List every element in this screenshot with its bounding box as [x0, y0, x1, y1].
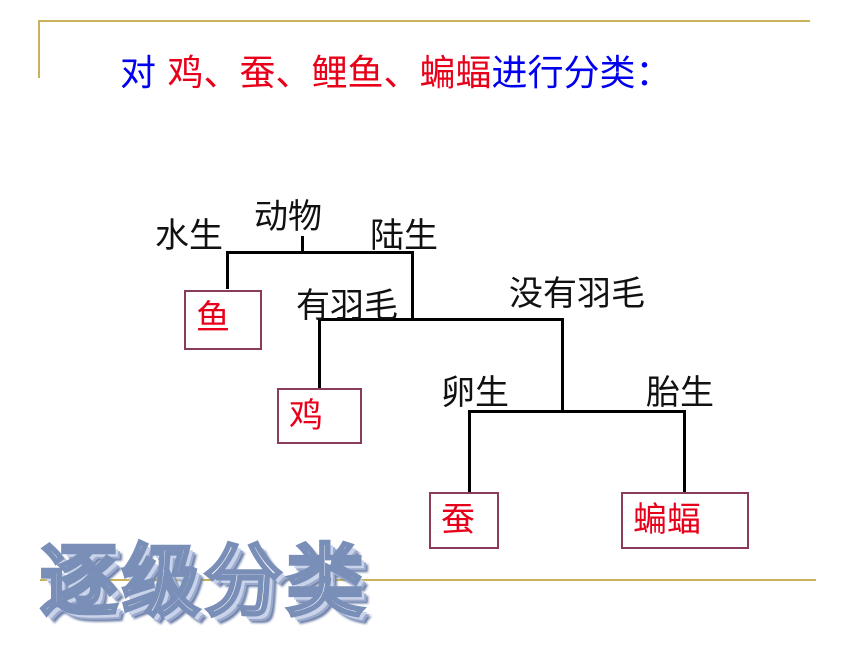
connector-land-drop [411, 251, 414, 321]
title-prefix: 对 [120, 53, 157, 94]
connector-land-horizontal [318, 318, 564, 321]
connector-unfeathered-drop [561, 318, 564, 412]
connector-water-drop [226, 251, 229, 289]
leaf-box-silkworm: 蚕 [429, 492, 499, 549]
label-viviparous: 胎生 [646, 373, 714, 413]
label-land-living: 陆生 [370, 216, 438, 256]
connector-feathered-drop [318, 318, 321, 388]
connector-oviparous-drop [468, 410, 471, 492]
frame-bottom-rule [40, 579, 816, 581]
leaf-box-fish: 鱼 [184, 290, 262, 350]
label-feathered: 有羽毛 [296, 286, 398, 326]
connector-root-stem [301, 236, 304, 252]
connector-viviparous-drop [683, 410, 686, 492]
leaf-box-bat: 蝙蝠 [621, 492, 749, 549]
title-suffix: 进行分类： [491, 53, 672, 94]
frame-left-rule [38, 20, 40, 78]
banner-stepwise-classification: 逐级分类 [38, 536, 369, 629]
frame-top-rule [40, 20, 810, 22]
connector-root-horizontal [226, 251, 414, 254]
leaf-box-chicken: 鸡 [277, 388, 362, 444]
label-animal-root: 动物 [254, 197, 322, 237]
connector-reproduction-horizontal [468, 410, 686, 413]
label-unfeathered: 没有羽毛 [509, 274, 645, 314]
slide-title: 对 鸡、蚕、鲤鱼、蝙蝠进行分类： [120, 50, 672, 98]
title-animals: 鸡、蚕、鲤鱼、蝙蝠 [167, 53, 492, 94]
label-oviparous: 卵生 [441, 373, 509, 413]
label-water-living: 水生 [155, 216, 223, 256]
